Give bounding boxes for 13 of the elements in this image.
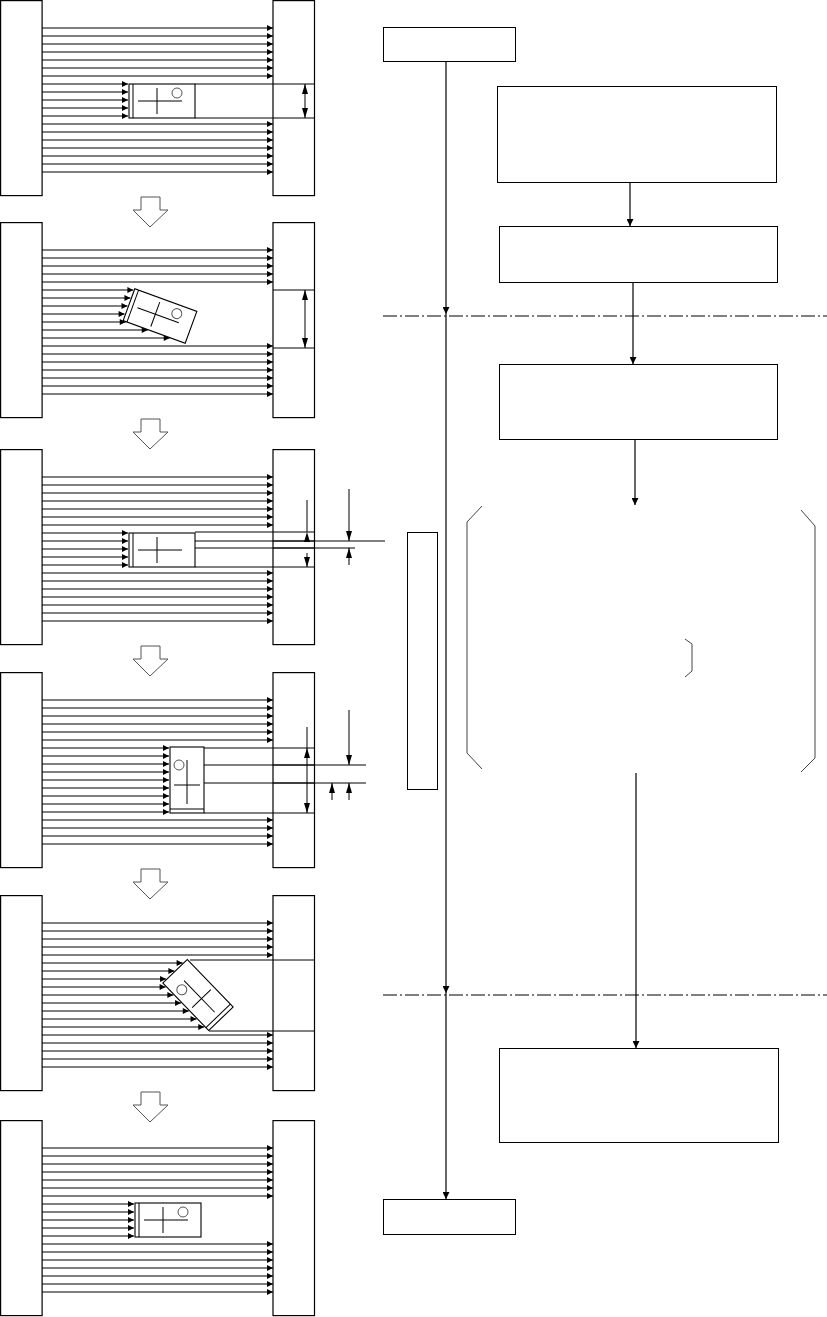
arrow bbox=[443, 61, 450, 1200]
bracket-frame bbox=[466, 505, 816, 773]
process-box bbox=[499, 226, 778, 283]
arrow bbox=[631, 439, 639, 506]
process-box bbox=[383, 27, 516, 62]
process-box bbox=[499, 364, 778, 440]
arrow bbox=[629, 282, 637, 365]
arrow bbox=[632, 772, 640, 1049]
process-box bbox=[383, 1199, 516, 1235]
process-box bbox=[407, 532, 438, 790]
process-box bbox=[499, 1048, 779, 1143]
arrow bbox=[626, 182, 634, 227]
process-box bbox=[497, 86, 777, 183]
